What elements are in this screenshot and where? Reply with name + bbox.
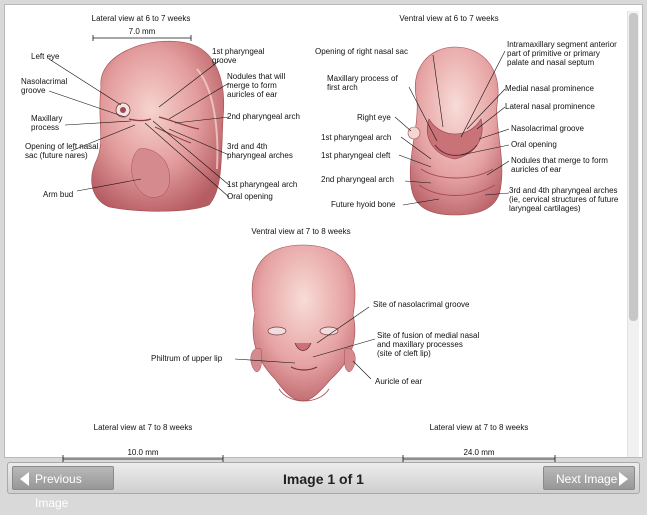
label-nasolacrimal-site: Site of nasolacrimal groove bbox=[373, 300, 470, 309]
label-nodules-3: auricles of ear bbox=[227, 90, 278, 99]
scale-label-24mm: 24.0 mm bbox=[463, 448, 494, 457]
label-intramax-2: part of primitive or primary bbox=[507, 49, 600, 58]
label-first-arch-v: 1st pharyngeal arch bbox=[321, 133, 391, 142]
ventral-7-8-title: Ventral view at 7 to 8 weeks bbox=[251, 227, 350, 236]
ventral-embryo-drawing bbox=[407, 46, 503, 216]
lateral-7-8-left-title: Lateral view at 7 to 8 weeks bbox=[94, 423, 193, 432]
label-nodules-1: Nodules that will bbox=[227, 72, 285, 81]
lateral-6-7-leader-lines bbox=[48, 58, 230, 198]
scale-label-7mm: 7.0 mm bbox=[129, 27, 156, 36]
label-first-arch: 1st pharyngeal arch bbox=[227, 180, 297, 189]
label-second-arch: 2nd pharyngeal arch bbox=[227, 112, 300, 121]
bottom-scale-bars bbox=[62, 455, 556, 463]
label-arm-bud: Arm bud bbox=[43, 190, 73, 199]
label-left-eye: Left eye bbox=[31, 52, 60, 61]
label-medial-nasal: Medial nasal prominence bbox=[505, 84, 594, 93]
label-oral-opening: Oral opening bbox=[227, 192, 273, 201]
next-image-button[interactable]: Next Image bbox=[543, 466, 635, 490]
ventral-6-7-leader-lines bbox=[394, 50, 510, 206]
label-intramax-1: Intramaxillary segment anterior bbox=[507, 40, 617, 49]
label-opening-left-2: sac (future nares) bbox=[25, 151, 88, 160]
label-first-cleft: 1st pharyngeal cleft bbox=[321, 151, 391, 160]
label-fusion-2: and maxillary processes bbox=[377, 340, 463, 349]
ventral-face-drawing bbox=[250, 244, 356, 402]
label-first-groove-2: groove bbox=[212, 56, 237, 65]
label-nodules-v-1: Nodules that merge to form bbox=[511, 156, 608, 165]
label-nodules-2: merge to form bbox=[227, 81, 277, 90]
label-oral-opening-v: Oral opening bbox=[511, 140, 557, 149]
label-nasolacrimal-2: groove bbox=[21, 86, 46, 95]
image-counter: Image 1 of 1 bbox=[283, 471, 364, 487]
vertical-scrollbar[interactable] bbox=[627, 11, 639, 457]
label-opening-right: Opening of right nasal sac bbox=[315, 47, 408, 56]
label-fusion-3: (site of cleft lip) bbox=[377, 349, 431, 358]
next-image-label: Next Image bbox=[556, 472, 618, 486]
lateral-7-8-right-title: Lateral view at 7 to 8 weeks bbox=[430, 423, 529, 432]
label-intramax-3: palate and nasal septum bbox=[507, 58, 595, 67]
label-hyoid: Future hyoid bone bbox=[331, 200, 396, 209]
scale-bar-7mm bbox=[92, 35, 192, 41]
label-maxillary-first-1: Maxillary process of bbox=[327, 74, 398, 83]
lateral-embryo-drawing bbox=[91, 40, 224, 212]
scrollbar-thumb[interactable] bbox=[629, 13, 638, 321]
right-arrow-icon bbox=[619, 472, 628, 486]
label-second-arch-v: 2nd pharyngeal arch bbox=[321, 175, 394, 184]
label-third-fourth-v-1: 3rd and 4th pharyngeal arches bbox=[509, 186, 618, 195]
label-first-groove-1: 1st pharyngeal bbox=[212, 47, 265, 56]
ventral-6-7-title: Ventral view at 6 to 7 weeks bbox=[399, 14, 498, 23]
label-third-fourth-v-3: laryngeal cartilages) bbox=[509, 204, 581, 213]
embryology-figure: Lateral view at 6 to 7 weeks 7.0 mm bbox=[9, 9, 629, 463]
label-third-fourth-v-2: (ie, cervical structures of future bbox=[509, 195, 619, 204]
label-nodules-v-2: auricles of ear bbox=[511, 165, 562, 174]
scale-label-10mm: 10.0 mm bbox=[127, 448, 158, 457]
image-viewer-frame: Lateral view at 6 to 7 weeks 7.0 mm bbox=[4, 4, 643, 463]
lateral-6-7-title: Lateral view at 6 to 7 weeks bbox=[92, 14, 191, 23]
label-auricle: Auricle of ear bbox=[375, 377, 422, 386]
label-lateral-nasal: Lateral nasal prominence bbox=[505, 102, 595, 111]
label-fusion-1: Site of fusion of medial nasal bbox=[377, 331, 480, 340]
figure-svg: Lateral view at 6 to 7 weeks 7.0 mm bbox=[21, 14, 619, 463]
label-maxillary-1: Maxillary bbox=[31, 114, 63, 123]
label-third-fourth-2: pharyngeal arches bbox=[227, 151, 293, 160]
label-opening-left-1: Opening of left nasal bbox=[25, 142, 99, 151]
label-maxillary-first-2: first arch bbox=[327, 83, 358, 92]
ventral-7-8-leader-lines bbox=[234, 306, 376, 380]
label-nasolacrimal-v: Nasolacrimal groove bbox=[511, 124, 584, 133]
label-philtrum: Philtrum of upper lip bbox=[151, 354, 223, 363]
label-right-eye: Right eye bbox=[357, 113, 391, 122]
left-arrow-icon bbox=[20, 472, 29, 486]
label-maxillary-2: process bbox=[31, 123, 59, 132]
label-nasolacrimal-1: Nasolacrimal bbox=[21, 77, 67, 86]
image-navigation-bar: Previous Image Image 1 of 1 Next Image bbox=[7, 462, 640, 510]
label-third-fourth-1: 3rd and 4th bbox=[227, 142, 267, 151]
